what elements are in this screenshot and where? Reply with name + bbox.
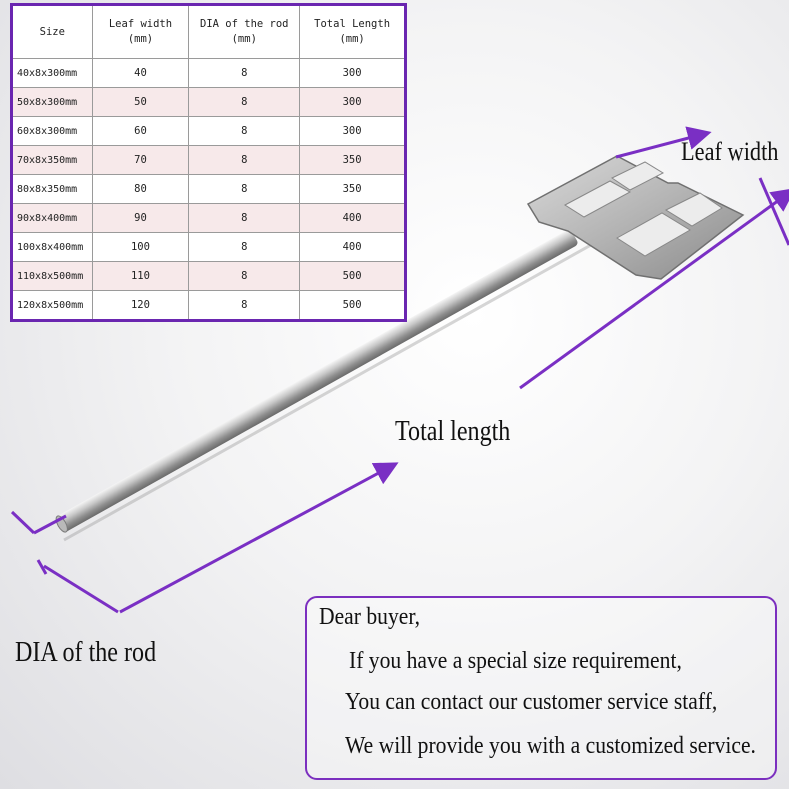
total-length-arrow (43, 187, 789, 614)
header-dia-rod: DIA of the rod(mm) (188, 4, 301, 59)
total-length-label: Total length (395, 416, 511, 447)
dia-rod-arrow (10, 510, 67, 575)
note-line: You can contact our customer service sta… (345, 689, 718, 715)
note-greeting: Dear buyer, (319, 604, 421, 630)
note-line: We will provide you with a customized se… (345, 733, 756, 759)
header-leaf-width: Leaf width(mm) (91, 4, 190, 59)
dia-rod-label: DIA of the rod (15, 637, 157, 668)
buyer-note-box: Dear buyer, If you have a special size r… (305, 596, 777, 780)
header-size: Size (11, 4, 93, 59)
size-spec-table: Size Leaf width(mm) DIA of the rod(mm) T… (10, 3, 407, 322)
header-total-length: Total Length(mm) (299, 4, 406, 59)
rod-shadow (63, 220, 633, 542)
note-line: If you have a special size requirement, (349, 648, 682, 674)
leaf-width-label: Leaf width (681, 137, 779, 166)
paddle-blade (526, 155, 745, 280)
table-header-row: Size Leaf width(mm) DIA of the rod(mm) T… (11, 4, 406, 59)
